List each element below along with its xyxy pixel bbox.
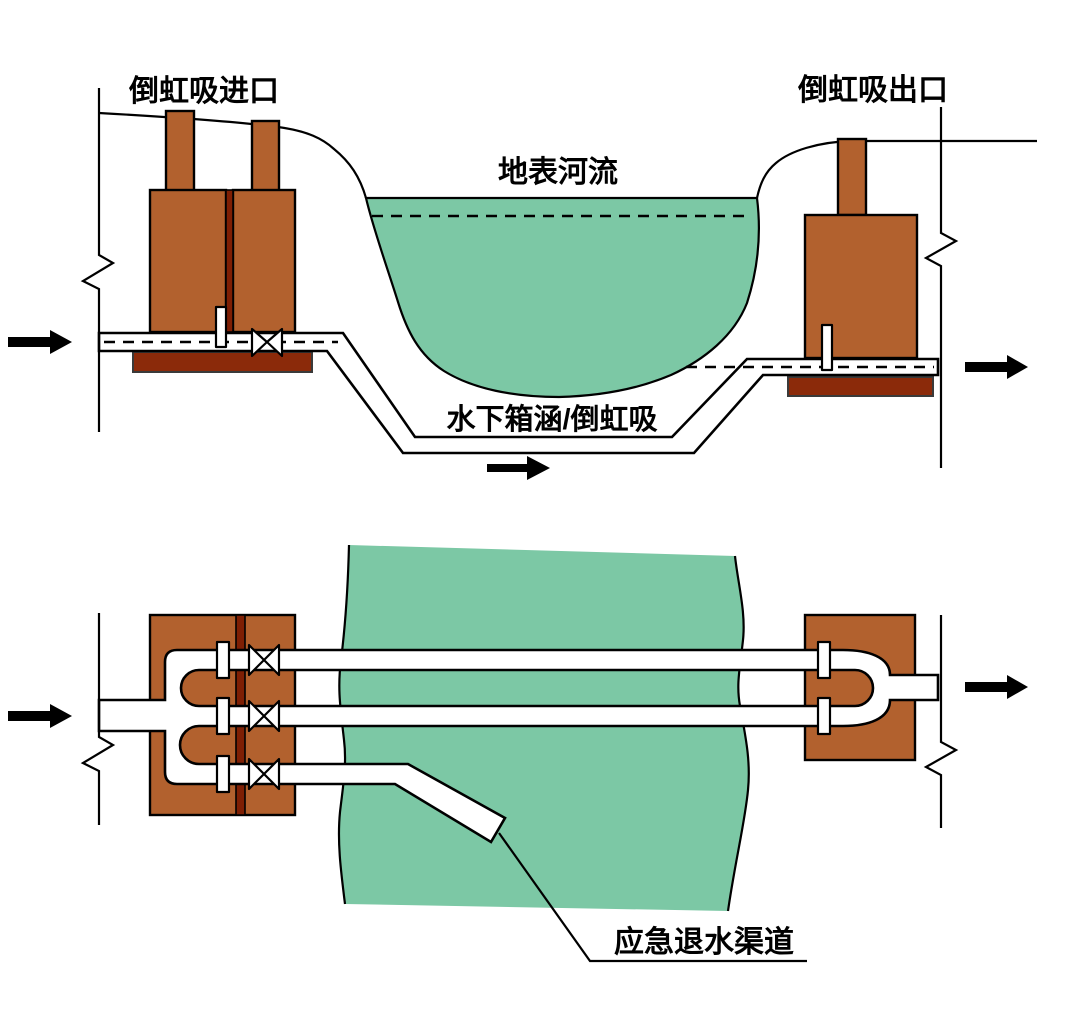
outlet-riser-stub <box>820 323 834 372</box>
profile-valve-icon <box>250 327 284 358</box>
outlet-label: 倒虹吸出口 <box>797 74 948 107</box>
plan-inflow-arrow-icon <box>8 704 72 728</box>
inlet-foundation-slab <box>132 351 313 373</box>
inlet-structure <box>132 109 313 373</box>
inlet-flange-bottom <box>215 754 231 794</box>
break-line-plan-left <box>80 613 116 825</box>
profile-view: 倒虹吸进口 倒虹吸出口 地表河流 水下箱涵/倒虹吸 <box>8 74 1037 480</box>
inlet-flange-middle <box>215 696 231 736</box>
culvert-label: 水下箱涵/倒虹吸 <box>446 403 657 436</box>
inlet-block-left <box>148 188 228 334</box>
plan-valve-middle-icon <box>247 699 281 733</box>
ground-line-left <box>98 111 368 199</box>
outlet-foundation-slab <box>787 376 934 397</box>
break-line-top-left <box>80 88 116 432</box>
siphon-culvert-pipe <box>97 331 940 455</box>
river-water-body <box>364 196 761 399</box>
break-line-plan-right <box>923 615 959 828</box>
outlet-structure <box>787 137 934 397</box>
river-label: 地表河流 <box>498 156 618 189</box>
river-bank-left-edge <box>337 544 351 905</box>
outflow-arrow-icon <box>965 355 1028 379</box>
inlet-riser-stub <box>214 305 228 349</box>
drain-leader-line <box>498 832 807 963</box>
inflow-arrow-icon <box>8 330 72 354</box>
inlet-block-right <box>231 188 297 334</box>
plan-valve-bottom-icon <box>247 757 281 791</box>
plan-view: 应急退水渠道 <box>8 544 1028 963</box>
culvert-flow-arrow-icon <box>487 456 550 480</box>
break-line-top-right <box>923 107 959 468</box>
plan-valve-top-icon <box>247 643 281 677</box>
outlet-tower <box>836 137 868 217</box>
inlet-flange-top <box>215 640 231 680</box>
inlet-label: 倒虹吸进口 <box>128 75 279 108</box>
ground-line-right <box>755 139 1037 199</box>
inlet-tower-2 <box>250 119 281 193</box>
river-plan-band <box>338 545 749 911</box>
outlet-flange-middle <box>816 696 832 736</box>
pipe-manifold <box>97 648 940 844</box>
plan-outflow-arrow-icon <box>965 675 1028 699</box>
drain-label: 应急退水渠道 <box>614 925 794 959</box>
inlet-tower-1 <box>164 109 196 193</box>
outlet-flange-top <box>816 640 832 680</box>
